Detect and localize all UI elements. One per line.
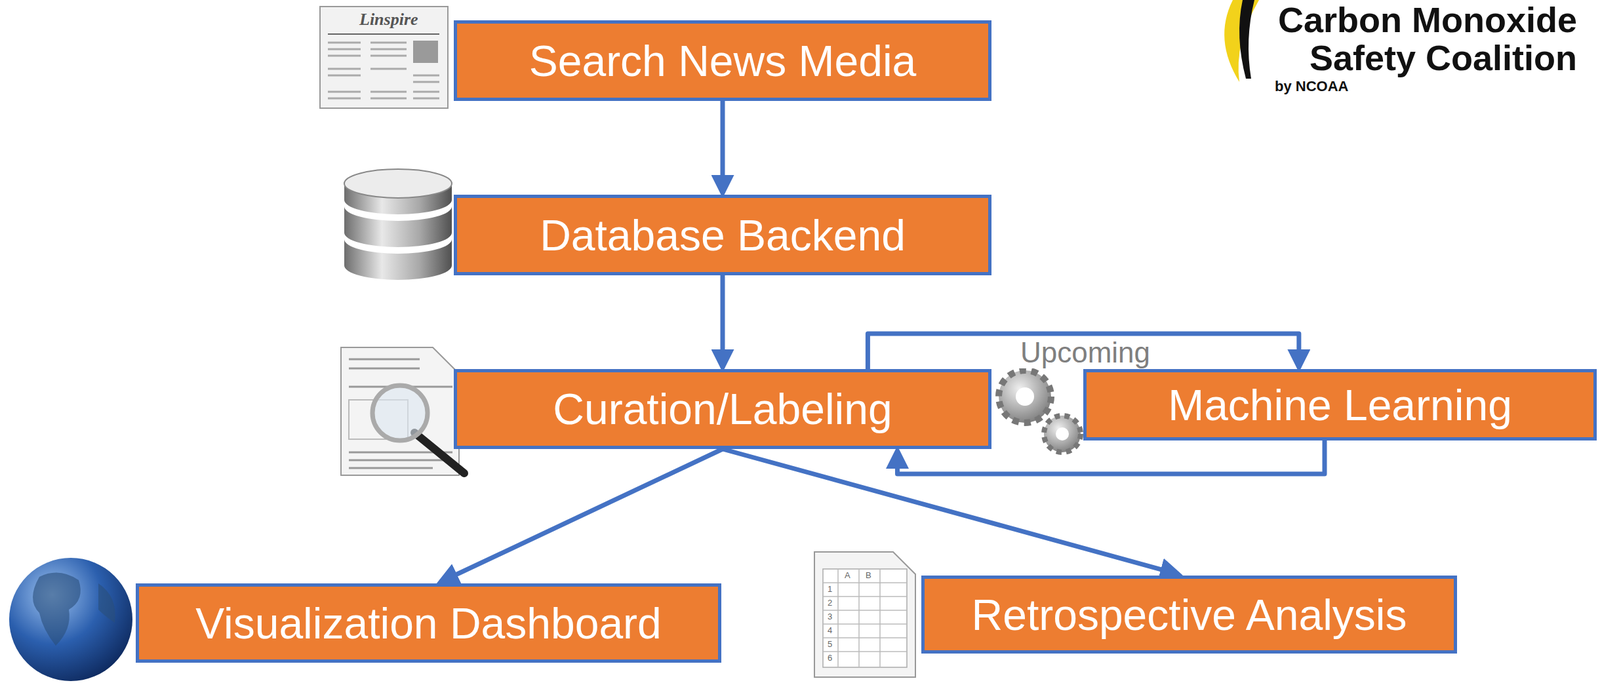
connector-arrow	[720, 100, 726, 194]
document-search-icon	[340, 347, 465, 476]
process-box: Machine Learning	[1083, 369, 1597, 441]
logo-text: Carbon Monoxide	[1278, 1, 1578, 39]
box-text: Curation/Labeling	[552, 384, 892, 435]
logo-swoosh	[1224, 0, 1260, 82]
box-text: Database Backend	[539, 210, 906, 261]
process-box: Retrospective Analysis	[921, 575, 1458, 654]
box-text: Retrospective Analysis	[971, 590, 1408, 640]
box-text: Search News Media	[529, 36, 917, 86]
process-box: Database Backend	[453, 194, 992, 276]
database-icon	[344, 169, 452, 280]
row-number: 1	[827, 584, 833, 595]
box-text: Machine Learning	[1167, 380, 1513, 431]
row-number: 2	[827, 598, 833, 608]
connector-arrow	[867, 333, 1299, 370]
column-header: A	[844, 571, 851, 581]
row-number: 3	[827, 612, 833, 622]
connector-arrow	[720, 275, 726, 368]
connector-arrow	[440, 449, 723, 583]
process-box: Curation/Labeling	[453, 369, 992, 450]
column-header: B	[865, 571, 872, 581]
logo-subtext: by NCOAA	[1274, 78, 1349, 94]
globe-icon	[9, 558, 133, 682]
edge-label: Upcoming	[1017, 337, 1153, 369]
process-box: Search News Media	[453, 20, 992, 101]
row-number: 6	[827, 653, 833, 663]
newspaper-icon	[320, 6, 448, 109]
process-box: Visualization Dashboard	[135, 583, 722, 663]
box-text: Visualization Dashboard	[195, 598, 662, 649]
row-number: 4	[827, 626, 833, 636]
icon-text: Linspire	[359, 10, 419, 29]
spreadsheet-icon	[814, 552, 916, 678]
connector-arrow	[722, 449, 1179, 575]
logo-text: Safety Coalition	[1309, 39, 1578, 77]
row-number: 5	[827, 640, 833, 650]
gears-icon	[998, 370, 1081, 453]
